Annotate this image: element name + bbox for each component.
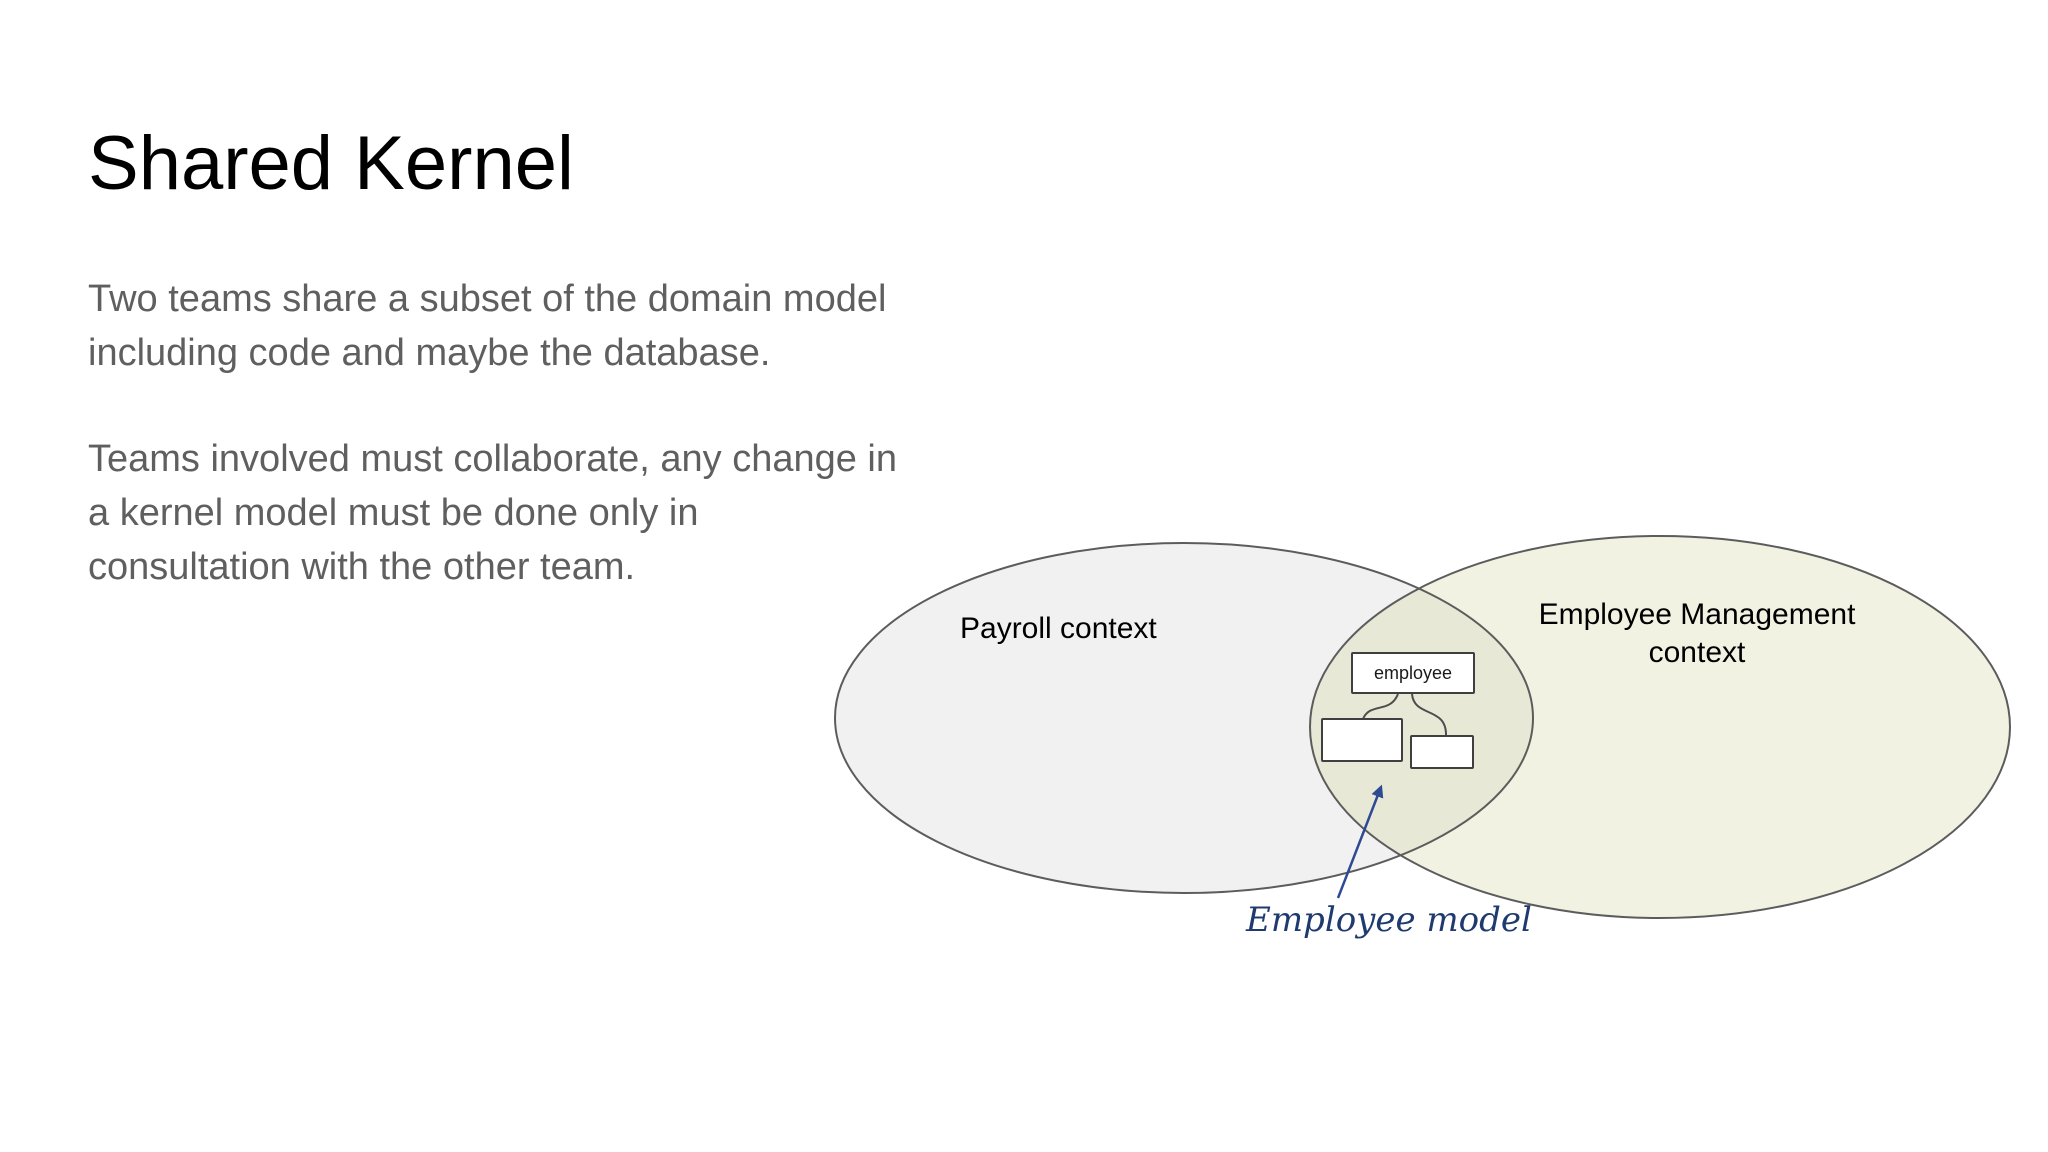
payroll-ellipse-outline (834, 542, 1534, 894)
slide-title: Shared Kernel (88, 121, 574, 206)
annotation-arrow (1336, 784, 1384, 899)
payroll-context-label: Payroll context (960, 612, 1157, 645)
employee-box: employee (1351, 652, 1475, 694)
body-text: Two teams share a subset of the domain m… (88, 272, 1078, 594)
kernel-box-right (1410, 735, 1474, 769)
employee-model-annotation: Employee model (1246, 900, 1532, 940)
connector-employee-to-left-box (1362, 693, 1399, 720)
employee-box-label: employee (1373, 662, 1453, 683)
employee-management-context-label: Employee Management context (1538, 598, 1856, 669)
connector-employee-to-right-box (1411, 693, 1448, 737)
kernel-box-left (1321, 718, 1403, 762)
paragraph-domain-model: Two teams share a subset of the domain m… (88, 278, 887, 374)
paragraph-collaboration: Teams involved must collaborate, any cha… (88, 438, 898, 588)
employee-mgmt-ellipse-outline (1309, 535, 2011, 919)
